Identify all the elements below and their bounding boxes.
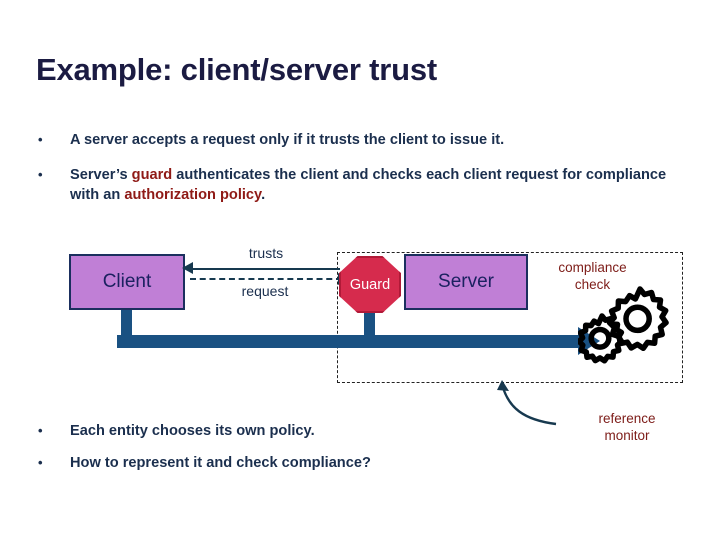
text-run: Server’s <box>70 167 132 183</box>
reference-monitor-pointer-arrow <box>494 378 584 436</box>
guard-stem <box>364 310 375 338</box>
text-run: . <box>261 187 266 203</box>
bullet-item-4: • How to represent it and check complian… <box>38 453 638 473</box>
octagon-stop-sign-icon <box>339 256 401 313</box>
reference-monitor-boundary <box>337 252 683 383</box>
request-arrow-line <box>190 278 342 280</box>
trusts-arrow-line <box>190 267 340 270</box>
compliance-check-line2: check <box>574 277 611 292</box>
client-stem <box>121 308 132 338</box>
compliance-check-label: compliance check <box>530 259 655 293</box>
bullet-marker: • <box>38 132 43 147</box>
bullet-item-1: • A server accepts a request only if it … <box>38 130 688 150</box>
reference-monitor-label: reference monitor <box>562 410 692 444</box>
server-node: Server <box>404 254 528 310</box>
page-title: Example: client/server trust <box>36 52 438 87</box>
bullet-marker: • <box>38 167 43 182</box>
base-channel-bar <box>117 335 580 348</box>
client-node: Client <box>69 254 185 310</box>
bullet-marker: • <box>38 423 43 438</box>
gears-icon <box>576 284 670 364</box>
text-run: authenticates the client and checks each… <box>70 167 667 203</box>
compliance-check-line1: compliance <box>558 260 627 275</box>
reference-monitor-line2: monitor <box>604 428 650 443</box>
bullet-text: Server’s guard authenticates the client … <box>70 165 678 205</box>
text-run: Each entity chooses its own policy. <box>70 423 315 439</box>
trusts-arrowhead-icon <box>182 262 193 274</box>
bullet-item-2: • Server’s guard authenticates the clien… <box>38 165 678 205</box>
bullet-item-3: • Each entity chooses its own policy. <box>38 421 638 441</box>
client-label: Client <box>102 271 152 292</box>
guard-node: Guard <box>339 256 401 313</box>
request-label: request <box>241 283 289 299</box>
reference-monitor-line1: reference <box>598 411 656 426</box>
text-run: A server accepts a request only if it tr… <box>70 132 505 148</box>
highlighted-term: authorization policy <box>124 187 262 203</box>
bullet-marker: • <box>38 455 43 470</box>
text-run: How to represent it and check compliance… <box>70 455 371 471</box>
guard-label: Guard <box>349 276 391 293</box>
highlighted-term: guard <box>131 167 173 183</box>
server-label: Server <box>438 271 494 292</box>
trusts-label: trusts <box>248 245 284 261</box>
bullet-text: How to represent it and check compliance… <box>70 453 638 473</box>
bullet-text: Each entity chooses its own policy. <box>70 421 638 441</box>
bullet-text: A server accepts a request only if it tr… <box>70 130 688 150</box>
